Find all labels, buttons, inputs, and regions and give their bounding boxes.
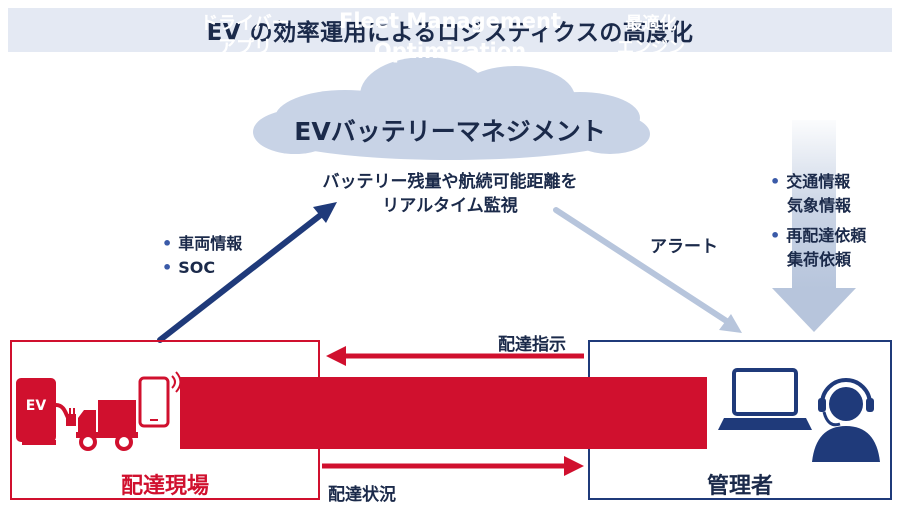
- dispatch-instruction-label: 配達指示: [498, 335, 566, 355]
- external-info-arrow: [772, 120, 856, 332]
- truck-icon: [76, 400, 138, 451]
- bullet-item: •SOC: [162, 258, 216, 277]
- alert-arrow: [553, 207, 742, 333]
- monitoring-line-2: リアルタイム監視: [382, 196, 518, 216]
- title-bar: EV の効率運用によるロジスティクスの高度化: [8, 8, 892, 52]
- bullet-item: •交通情報: [770, 172, 851, 191]
- manager-label: 管理者: [706, 474, 773, 499]
- ev-badge: EV: [25, 398, 47, 414]
- delivery-field-label: 配達現場: [120, 474, 209, 499]
- cloud-shape: [253, 57, 650, 160]
- bullet-item: 集荷依頼: [787, 250, 852, 269]
- dispatch-status-arrow: [322, 456, 584, 476]
- dispatch-status-label: 配達状況: [328, 485, 396, 505]
- fleet-management-band: [180, 377, 707, 449]
- optimization-engine-label: 最適化エンジン: [617, 14, 685, 58]
- bullet-item: •車両情報: [162, 234, 243, 253]
- laptop-icon: [718, 368, 812, 430]
- operator-headset-icon: [812, 378, 880, 462]
- page-title: EV の効率運用によるロジスティクスの高度化: [206, 20, 694, 46]
- ev-charger-icon: [16, 378, 76, 445]
- driver-app-label: ドライバーアプリ: [200, 13, 290, 58]
- cloud-label: EVバッテリーマネジメント: [294, 117, 606, 146]
- smartphone-icon: [138, 371, 182, 428]
- external-info-bullets: •交通情報 気象情報 •再配達依頼 集荷依頼: [770, 170, 866, 272]
- monitoring-text: バッテリー残量や航続可能距離を リアルタイム監視: [250, 170, 650, 218]
- vehicle-data-bullets: •車両情報 •SOC: [162, 232, 242, 280]
- upload-arrow: [157, 202, 337, 343]
- bullet-item: 気象情報: [787, 196, 852, 215]
- alert-label: アラート: [650, 237, 718, 257]
- dispatch-instruction-arrow: [326, 346, 584, 366]
- monitoring-line-1: バッテリー残量や航続可能距離を: [322, 172, 578, 192]
- bullet-item: •再配達依頼: [770, 226, 867, 245]
